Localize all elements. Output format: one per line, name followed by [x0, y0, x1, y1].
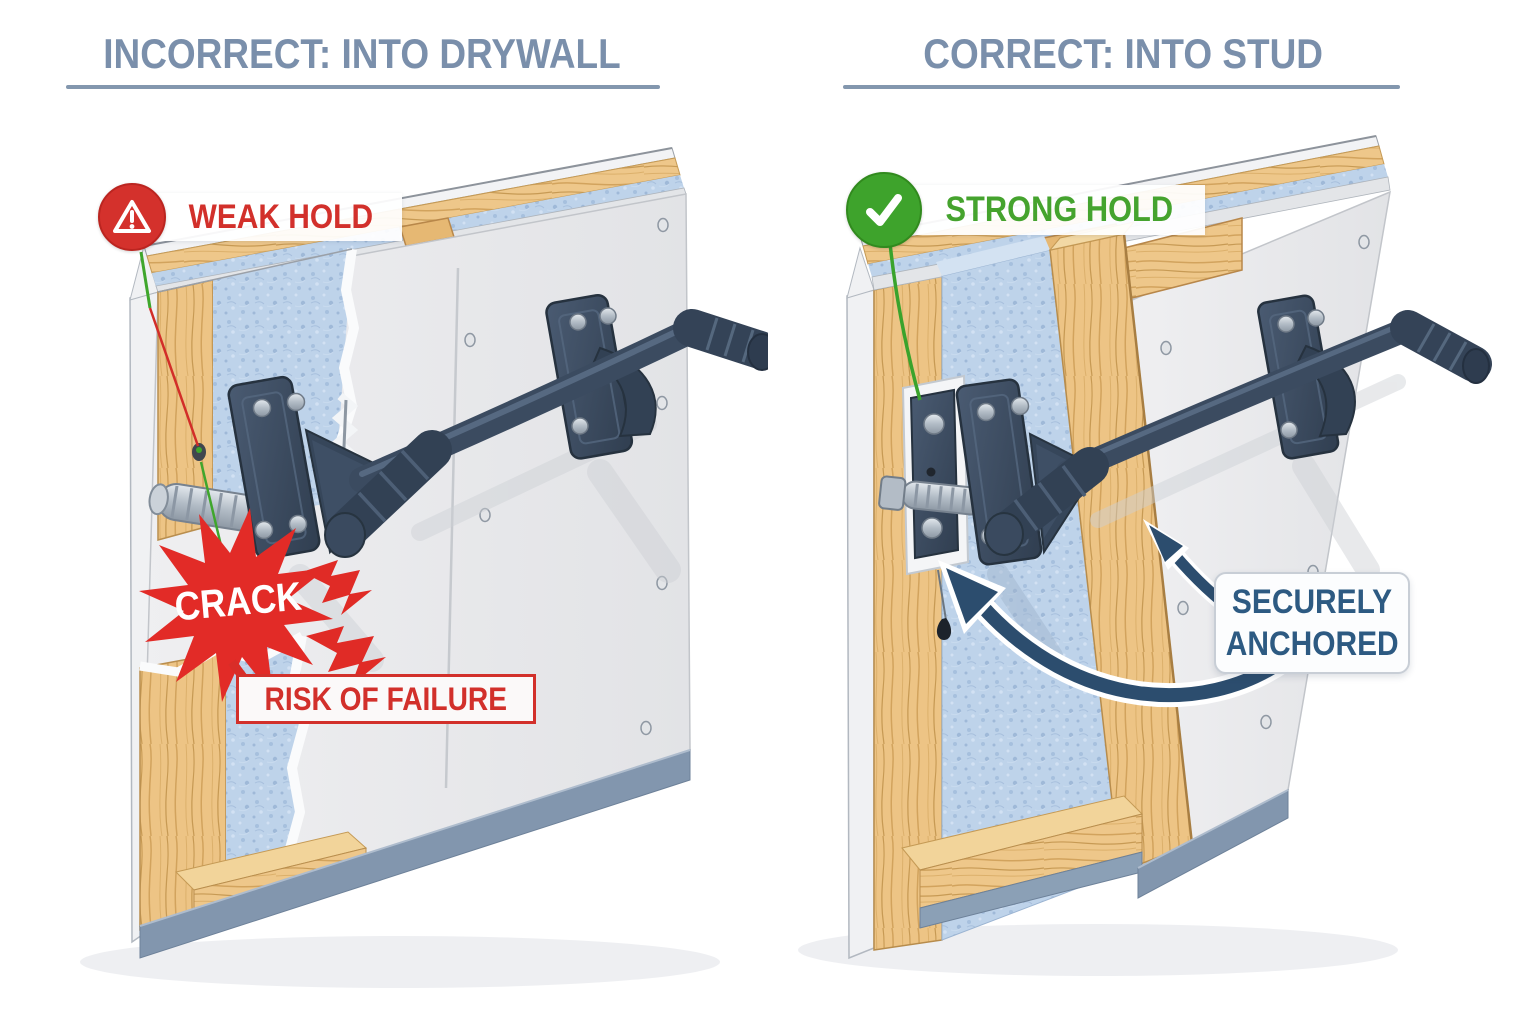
grip-end-cap [984, 512, 1024, 556]
blue-arrowhead [946, 568, 998, 624]
right-panel-title: CORRECT: INTO STUD [843, 30, 1403, 82]
weak-hold-badge: WEAK HOLD [98, 183, 402, 251]
strong-hold-label: STRONG HOLD [945, 190, 1174, 229]
grip-right-cap [1462, 348, 1490, 384]
wall-side-edge [846, 289, 875, 960]
plumb-bob [936, 618, 952, 640]
securely-anchored-box: SECURELY ANCHORED [1214, 572, 1410, 674]
insulation-top-face [936, 236, 1050, 276]
risk-of-failure-label: RISK OF FAILURE [264, 680, 508, 717]
pilot-hole [926, 467, 936, 477]
left-title-text: INCORRECT: INTO DRYWALL [103, 30, 621, 77]
plate-screw [923, 413, 945, 435]
right-title-text: CORRECT: INTO STUD [923, 30, 1323, 77]
bracket-bolts [1277, 309, 1325, 439]
blue-arrows [938, 519, 1296, 708]
bar-grip-near [325, 430, 452, 552]
warning-triangle-icon [98, 183, 166, 251]
grip-end-cap [324, 512, 366, 558]
blue-curved-arrow [975, 599, 1291, 703]
pullup-bar [984, 310, 1492, 556]
right-title-underline [843, 85, 1400, 89]
bracket-bolts [569, 307, 617, 435]
bracket-bolts [252, 392, 308, 540]
pullup-bar [324, 309, 768, 558]
stud-mounting-plate [878, 374, 998, 640]
leader-line [888, 242, 922, 401]
drywall-screws [464, 217, 669, 736]
red-bolt-arrow [302, 560, 372, 615]
left-bracket [227, 375, 394, 560]
check-icon [846, 172, 922, 248]
crack-burst [139, 508, 333, 702]
bottom-plate [901, 795, 1143, 929]
red-bolt-arrow [306, 626, 386, 686]
strong-hold-badge: STRONG HOLD [846, 172, 1205, 248]
anchored-label-line1: SECURELY [1231, 583, 1393, 621]
wall-corner [846, 246, 875, 299]
blue-arrowhead [1149, 525, 1183, 562]
plate-screw [921, 517, 943, 539]
plumb-string [937, 569, 947, 621]
left-title-underline [66, 85, 660, 89]
floor-shadow [80, 936, 720, 988]
anchored-label-line2: ANCHORED [1225, 625, 1399, 663]
risk-of-failure-box: RISK OF FAILURE [236, 674, 536, 724]
left-panel-title: INCORRECT: INTO DRYWALL [62, 30, 662, 82]
top-plate-wood [146, 157, 681, 274]
weak-hold-label: WEAK HOLD [188, 198, 374, 236]
grip-right-cap [747, 333, 768, 371]
bar-main [1056, 316, 1422, 484]
